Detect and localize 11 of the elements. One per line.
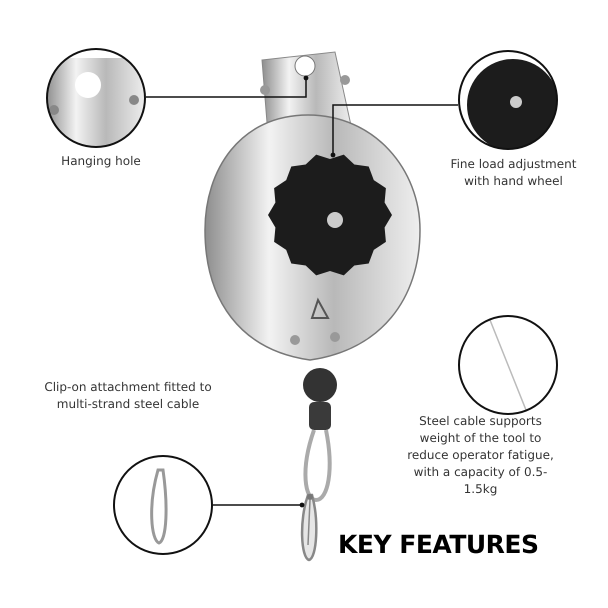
title: KEY FEATURES [338,530,539,559]
feature-caption: Clip-on attachment fitted to multi-strand steel cable [43,379,213,413]
leader-line [146,76,308,98]
hand-wheel [268,154,392,276]
leader-line [213,502,304,508]
hanging-hole [294,56,316,76]
feature-caption: Steel cable supports weight of the tool to reduce operator fatigue, with a capacity of 0.5-1.5kg [406,413,555,498]
leader-line [330,104,458,158]
feature-caption: Fine load adjustment with hand wheel [450,156,578,190]
feature-caption: Hanging hole [60,153,142,170]
snap-hook [300,494,318,562]
